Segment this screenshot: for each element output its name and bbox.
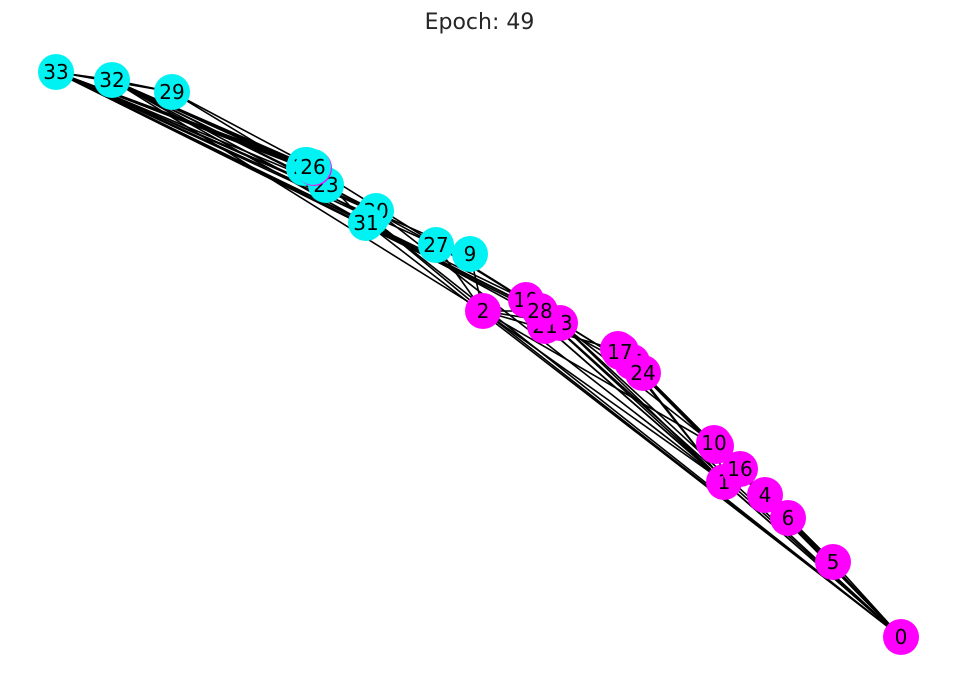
node-6: 6 [770,500,806,536]
node-circle [295,149,331,185]
node-label: 16 [727,457,752,481]
node-31: 31 [348,205,384,241]
edge-1-21 [544,325,725,483]
node-label: 2 [477,299,490,323]
node-circle [815,544,851,580]
edge-1-2 [482,310,725,483]
node-label: 33 [43,60,68,84]
edge-26-29 [171,91,314,168]
node-27: 27 [418,227,454,263]
node-label: 29 [159,80,184,104]
node-circle [465,293,501,329]
node-label: 26 [300,155,325,179]
node-label: 4 [759,483,772,507]
node-29: 29 [154,74,190,110]
node-circle [38,54,74,90]
edge-0-31 [365,222,902,638]
node-label: 17 [607,340,632,364]
node-circle [883,619,919,655]
node-circle [348,205,384,241]
edges-layer [55,71,902,638]
node-10: 10 [696,425,732,461]
node-label: 9 [464,242,477,266]
node-label: 0 [895,625,908,649]
node-circle [452,236,488,272]
node-5: 5 [815,544,851,580]
node-circle [154,74,190,110]
node-circle [722,451,758,487]
node-0: 0 [883,619,919,655]
edge-0-8 [370,217,902,638]
node-2: 2 [465,293,501,329]
node-label: 28 [527,299,552,323]
graph-title: Epoch: 49 [424,10,535,35]
node-circle [625,355,661,391]
edge-2-3 [482,310,717,447]
node-circle [602,334,638,370]
node-4: 4 [747,477,783,513]
node-circle [522,293,558,329]
node-circle [747,477,783,513]
node-circle [418,227,454,263]
node-33: 33 [38,54,74,90]
nodes-layer: 0123456789101112131415161718192021222324… [38,54,919,655]
node-9: 9 [452,236,488,272]
node-label: 5 [827,550,840,574]
node-32: 32 [94,62,130,98]
node-label: 27 [423,233,448,257]
node-label: 6 [782,506,795,530]
node-26: 26 [295,149,331,185]
node-label: 31 [353,211,378,235]
node-label: 24 [630,361,655,385]
edge-2-32 [111,79,484,312]
node-circle [94,62,130,98]
node-24: 24 [625,355,661,391]
node-17: 17 [602,334,638,370]
node-28: 28 [522,293,558,329]
node-circle [696,425,732,461]
node-label: 32 [99,68,124,92]
node-label: 10 [701,431,726,455]
node-circle [770,500,806,536]
node-16: 16 [722,451,758,487]
